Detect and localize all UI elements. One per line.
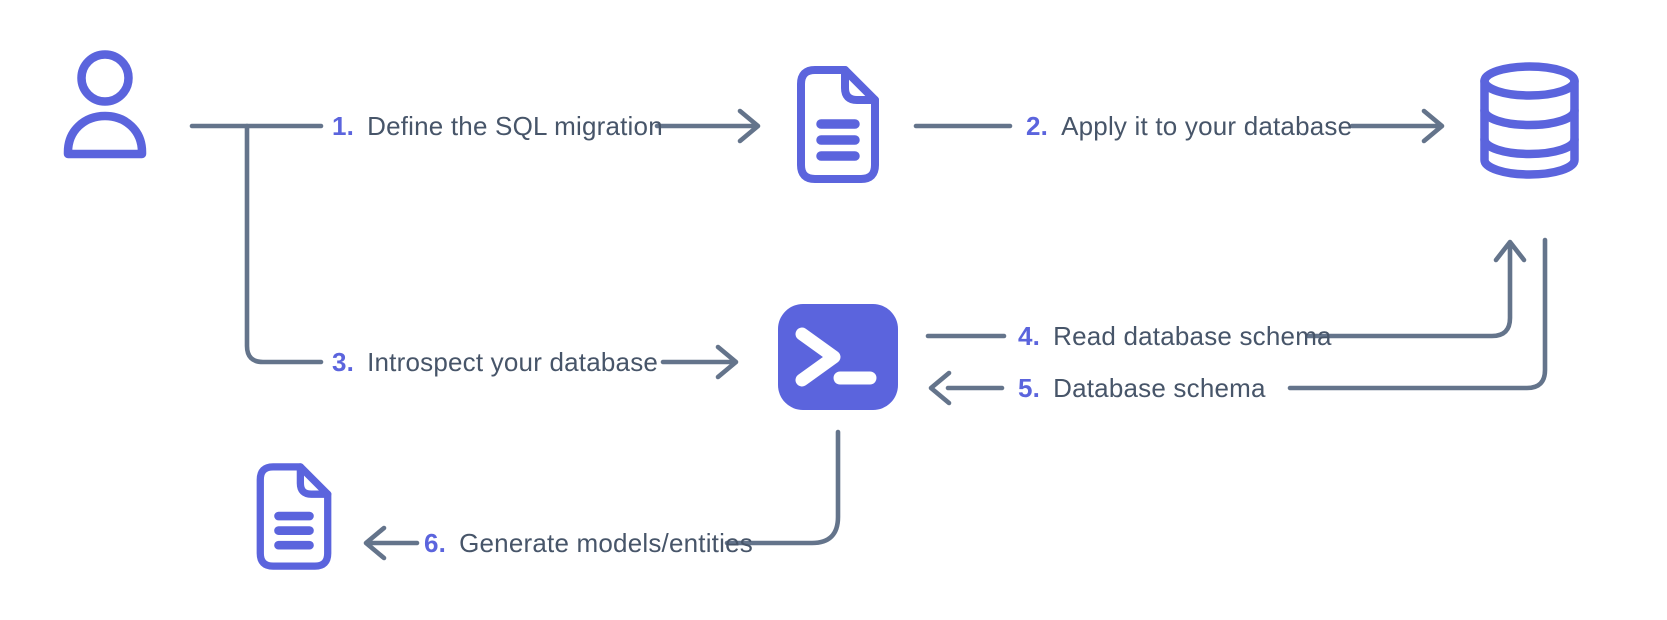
- database-icon: [1476, 60, 1583, 181]
- step-2: 2. Apply it to your database: [1026, 110, 1352, 142]
- step-number: 1.: [332, 111, 355, 141]
- step-5: 5. Database schema: [1018, 372, 1266, 404]
- step-label: Read database schema: [1053, 321, 1332, 351]
- step-number: 4.: [1018, 321, 1041, 351]
- arrow-step2-to-database: [1349, 108, 1445, 144]
- step-label: Database schema: [1053, 373, 1266, 403]
- arrow-step4-to-database: [1305, 239, 1527, 339]
- arrow-step3-to-terminal: [660, 344, 739, 380]
- step-label: Apply it to your database: [1061, 111, 1353, 141]
- user-icon: [55, 50, 155, 164]
- step-label: Introspect your database: [367, 347, 659, 377]
- line-branch-to-step3: [244, 123, 324, 365]
- arrow-step6-to-file: [363, 525, 420, 561]
- step-6: 6. Generate models/entities: [424, 527, 753, 559]
- arrow-step5-to-terminal: [928, 370, 1005, 406]
- arrow-step1-to-file: [654, 108, 761, 144]
- step-number: 6.: [424, 528, 447, 558]
- step-number: 3.: [332, 347, 355, 377]
- step-label: Generate models/entities: [459, 528, 753, 558]
- step-number: 5.: [1018, 373, 1041, 403]
- step-label: Define the SQL migration: [367, 111, 663, 141]
- line-database-to-step5: [1287, 237, 1548, 391]
- line-terminal-to-step6: [724, 429, 841, 546]
- step-4: 4. Read database schema: [1018, 320, 1332, 352]
- step-3: 3. Introspect your database: [332, 346, 658, 378]
- file-text-icon: [253, 456, 335, 577]
- file-text-icon: [793, 62, 883, 187]
- terminal-icon: [778, 304, 898, 410]
- step-1: 1. Define the SQL migration: [332, 110, 663, 142]
- step-number: 2.: [1026, 111, 1049, 141]
